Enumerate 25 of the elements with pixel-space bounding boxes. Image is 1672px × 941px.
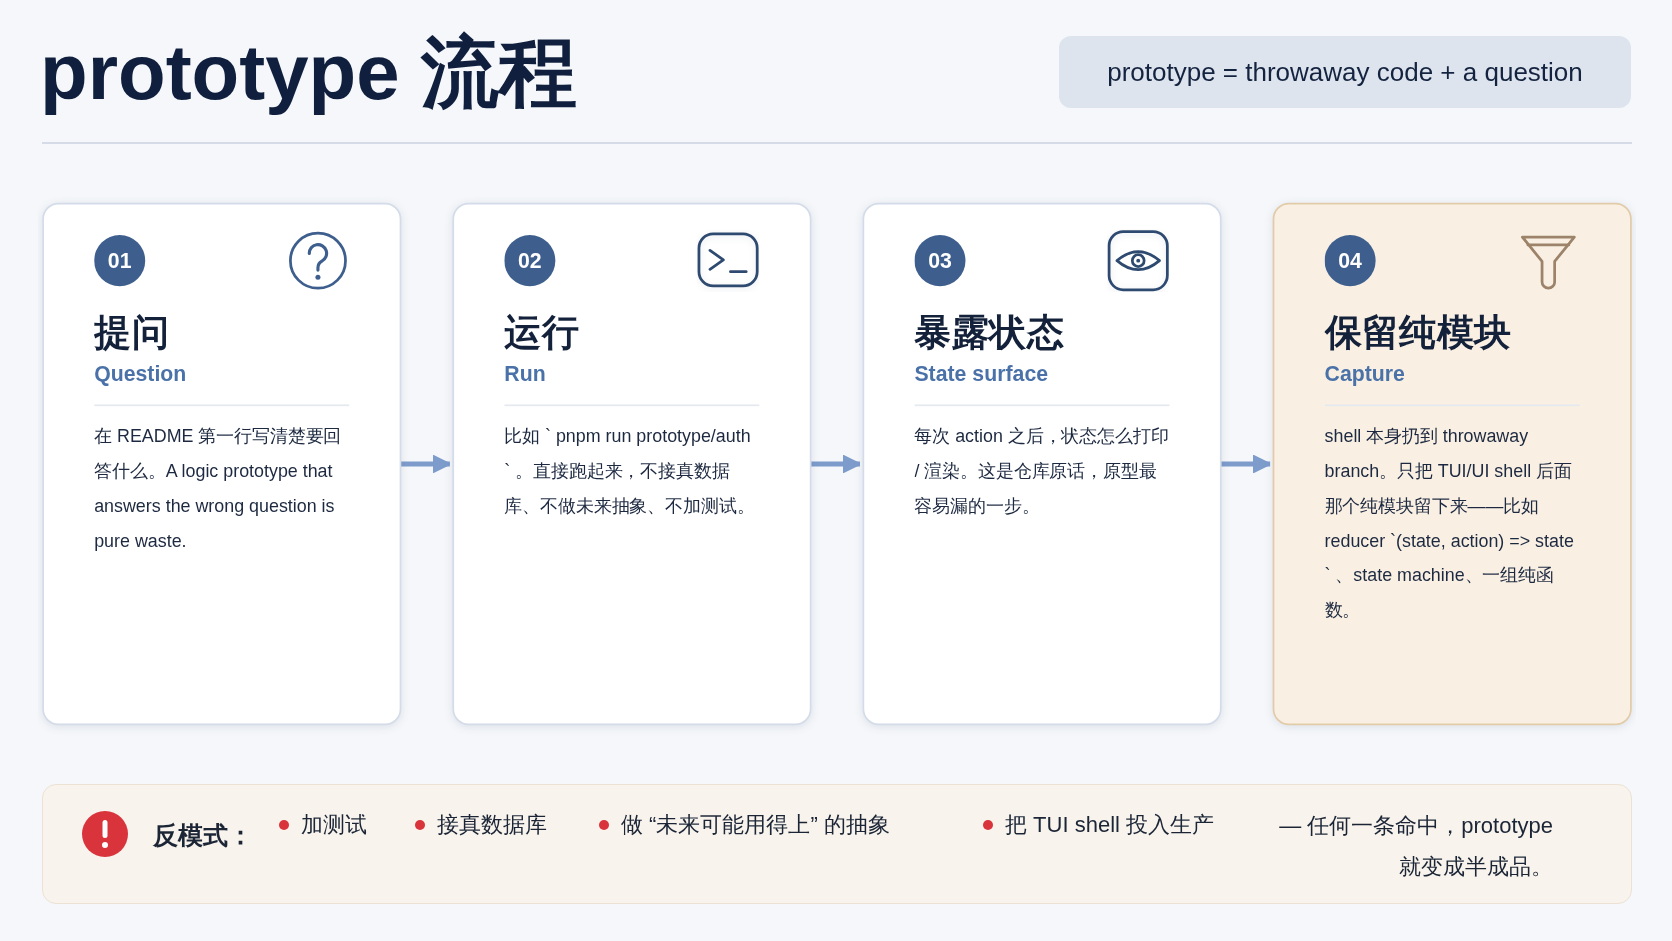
step-description: 比如 ` pnpm run prototype/auth ` 。直接跑起来，不接真数据库、不做未来抽象、不加测试。 [504,404,760,699]
step-description: shell 本身扔到 throwaway branch。只把 TUI/UI shell 后面那个纯模块留下来——比如 reducer `(state, action) => state ` 、state machine、一组纯函数。 [1324,404,1580,699]
anti-pattern-item: 接真数据库 [437,811,547,839]
step-card [42,202,402,726]
anti-pattern-item: 加测试 [301,811,367,839]
step-card [862,202,1222,726]
arrow [810,454,861,474]
step-description: 每次 action 之后，状态怎么打印 / 渲染。这是仓库原话，原型最容易漏的一步。 [914,404,1170,699]
step-description: 在 README 第一行写清楚要回答什么。A logic prototype that answers the wrong question is pure waste. [94,404,350,699]
warning-note: — 任何一条命中，prototype 就变成半成品。 [1278,812,1553,881]
step-heading: 暴露状态 [914,309,1066,355]
step-heading: 运行 [504,309,581,355]
step-subheading: Question [94,360,188,388]
step-subheading: Capture [1324,360,1406,388]
arrow [1220,454,1271,474]
anti-pattern-item: 做 “未来可能用得上” 的抽象 [621,811,890,839]
anti-pattern-item: 把 TUI shell 投入生产 [1005,811,1215,839]
warning-heading: 反模式： [153,820,253,851]
step-subheading: Run [504,360,547,388]
step-card [452,202,812,726]
step-subheading: State surface [914,360,1050,388]
arrow [400,454,451,474]
page-title: prototype 流程 [40,27,578,118]
step-card [1272,202,1632,726]
definition-banner: prototype = throwaway code + a question [1059,36,1631,108]
